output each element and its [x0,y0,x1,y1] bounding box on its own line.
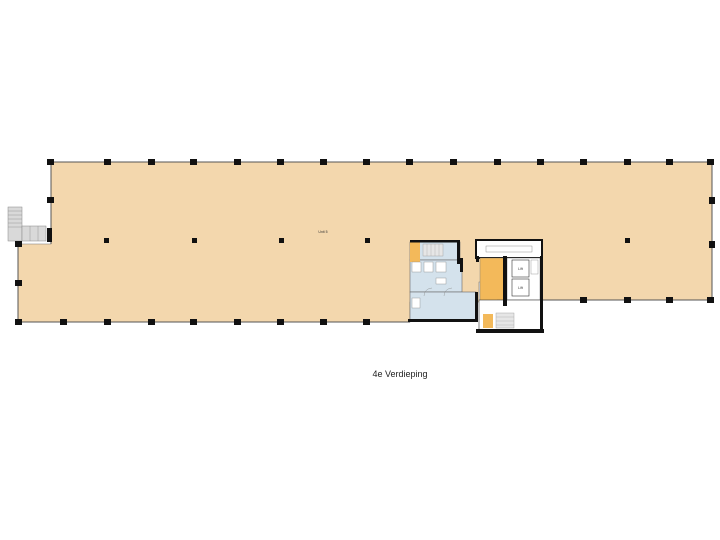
columns-left [15,197,54,286]
wet-area-core [408,240,478,322]
columns-bottom [15,297,714,325]
columns-top [47,159,714,165]
lift-core: Lift Lift [475,239,544,333]
unit-label: Unit 5 [318,230,327,234]
lift-label-2: Lift [518,286,523,290]
columns-right [709,197,715,248]
floor-title: 4e Verdieping [372,369,428,379]
columns-interior [104,238,630,243]
external-stair [7,206,52,242]
lift-label-1: Lift [518,267,523,271]
